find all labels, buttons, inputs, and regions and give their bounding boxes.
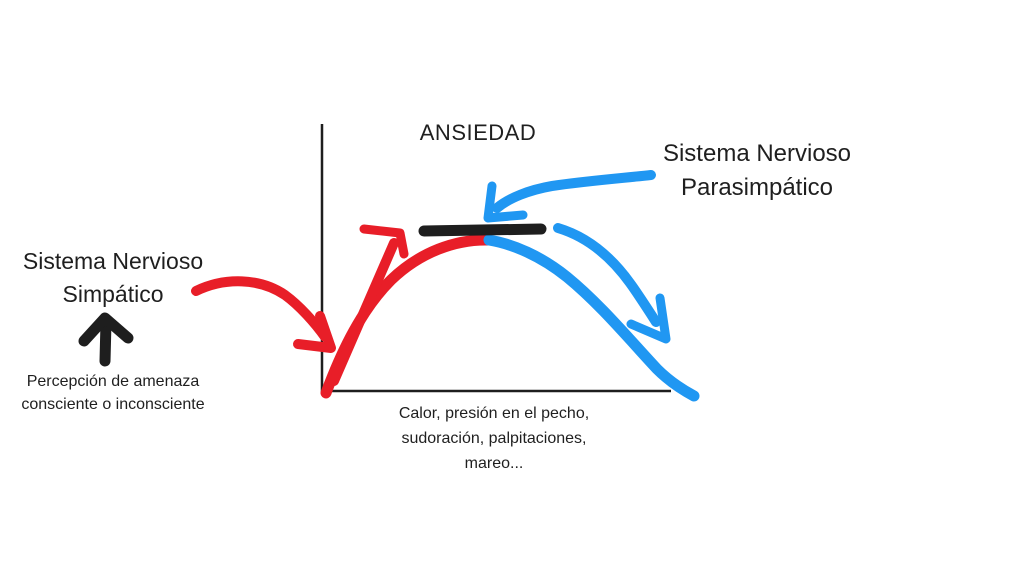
sympathetic-label-arrowhead-icon <box>293 311 336 353</box>
plateau-bar <box>418 223 547 237</box>
parasympathetic-label-arrowhead-icon <box>483 181 528 223</box>
threat-perception-note-line2: consciente o inconsciente <box>21 396 205 413</box>
chart-title: ANSIEDAD <box>419 120 537 145</box>
parasympathetic-label-line2: Parasimpático <box>680 174 834 201</box>
symptoms-note-line1: Calor, presión en el pecho, <box>398 405 590 422</box>
parasympathetic-label-arrow-shaft <box>492 170 656 213</box>
red-rising-arrowhead-icon <box>359 224 409 259</box>
anxiety-curve-rising-red <box>320 234 495 399</box>
sympathetic-label: Sistema Nervioso Simpático <box>23 245 203 311</box>
chart-axes <box>320 124 671 393</box>
parasympathetic-label: Sistema Nervioso Parasimpático <box>663 137 851 205</box>
up-arrowhead-icon <box>78 312 134 347</box>
symptoms-note-line2: sudoración, palpitaciones, <box>401 430 587 447</box>
sympathetic-label-arrow-shaft <box>191 276 330 342</box>
symptoms-note: Calor, presión en el pecho, sudoración, … <box>399 401 589 476</box>
blue-descending-arrow-shaft <box>553 223 661 327</box>
anxiety-curve-falling-blue <box>483 234 700 402</box>
up-arrow-shaft <box>99 316 112 367</box>
sympathetic-label-line1: Sistema Nervioso <box>22 248 204 274</box>
sympathetic-label-line2: Simpático <box>62 281 164 307</box>
threat-perception-note: Percepción de amenaza consciente o incon… <box>21 370 204 416</box>
threat-perception-note-line1: Percepción de amenaza <box>26 373 200 390</box>
red-rising-arrow-shaft <box>329 238 399 386</box>
parasympathetic-label-line1: Sistema Nervioso <box>662 140 852 167</box>
symptoms-note-line3: mareo... <box>464 455 524 472</box>
blue-descending-arrowhead-icon <box>626 293 671 344</box>
